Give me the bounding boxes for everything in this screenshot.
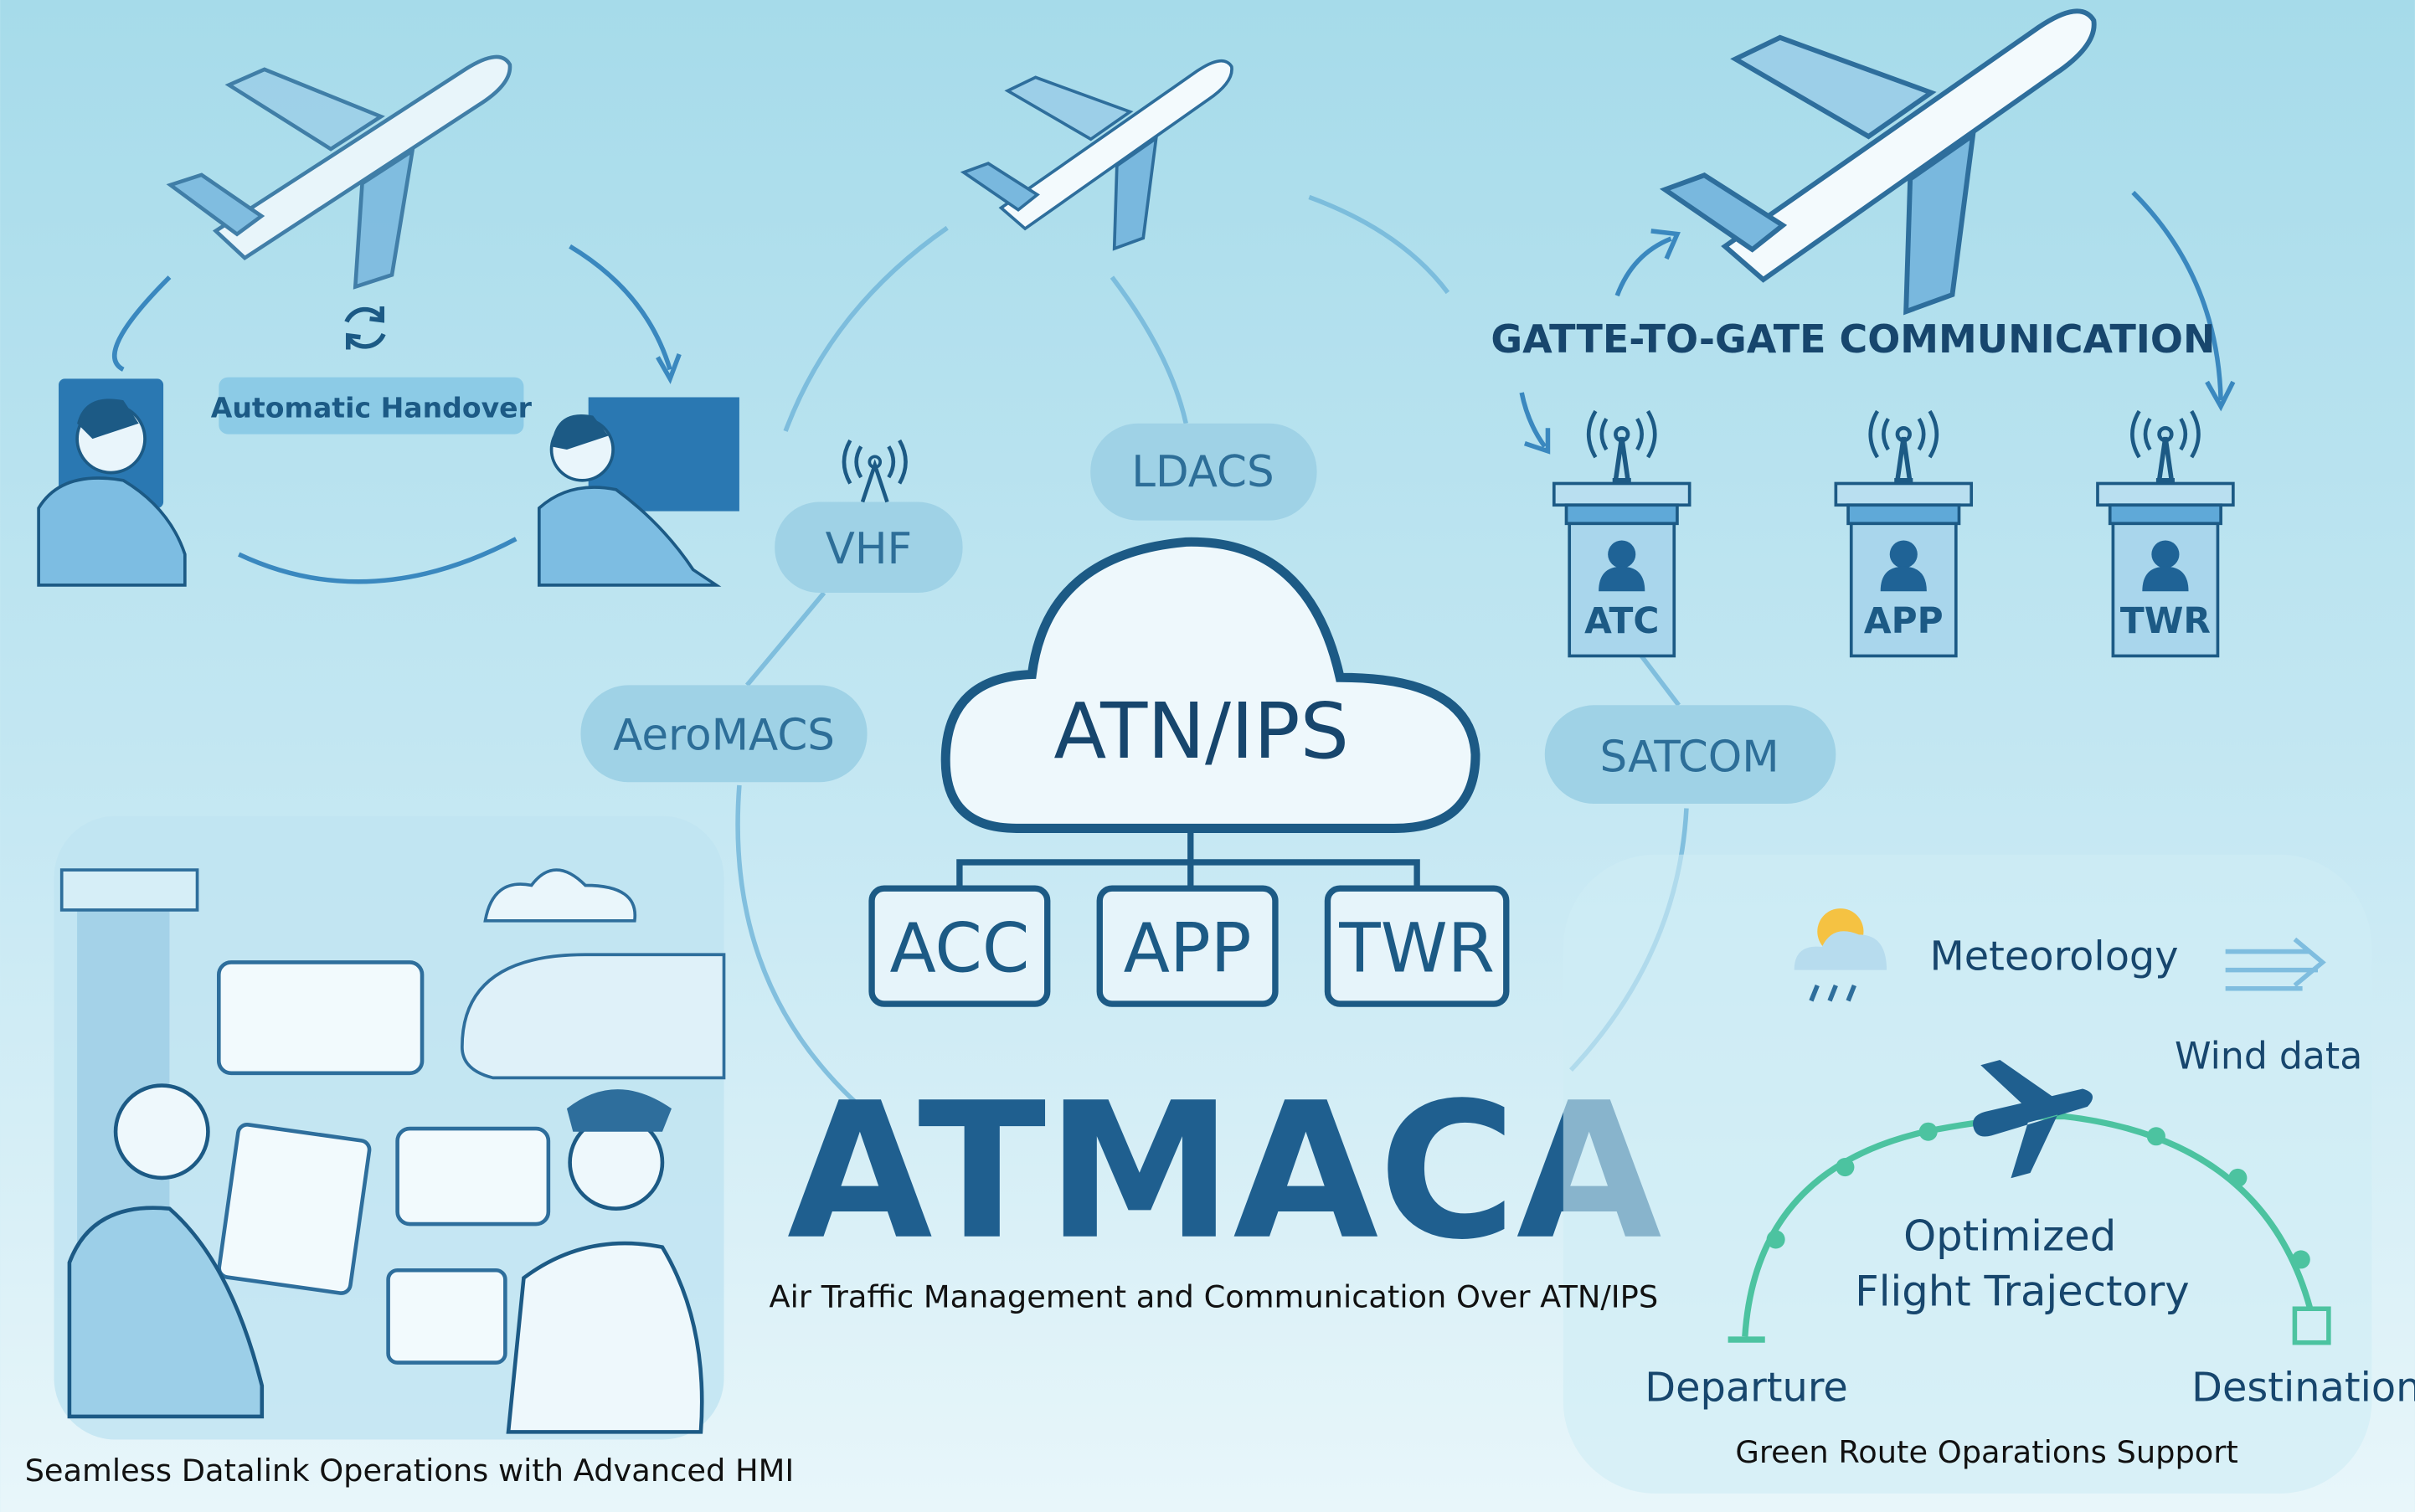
tower-app: APP (1836, 411, 1971, 656)
node-acc: ACC (868, 885, 1051, 1007)
datalink-section: Seamless Datalink Operations with Advanc… (25, 815, 795, 1489)
document-icon (217, 1123, 372, 1295)
svg-text:TWR: TWR (2120, 600, 2211, 641)
handover-pill (219, 377, 524, 435)
wind-label: Wind data (2175, 1035, 2362, 1077)
main-title: ATMACA (787, 1062, 1661, 1281)
person-left-illustration (67, 1083, 265, 1419)
subtitle: Air Traffic Management and Communication… (770, 1278, 1659, 1314)
handover-arc-arrow (569, 244, 672, 371)
controller-left-illustration (37, 378, 187, 587)
pilot-illustration (506, 1089, 704, 1434)
tablet-icon (386, 1268, 507, 1365)
antenna-icon (842, 439, 908, 503)
trajectory-waypoints (1766, 1122, 2310, 1269)
svg-text:VHF: VHF (826, 524, 913, 574)
message-bubble-icon (216, 960, 425, 1076)
svg-text:ATC: ATC (1584, 600, 1659, 641)
trajectory-label-1: Optimized (1903, 1211, 2116, 1260)
gate-to-gate-section: GATTE-TO-GATE COMMUNICATION ATC APP TWR (1491, 0, 2232, 656)
svg-text:APP: APP (1124, 909, 1252, 988)
wind-icon (2225, 937, 2326, 991)
link-ldacs: LDACS (1090, 423, 1317, 521)
svg-text:TWR: TWR (1338, 909, 1495, 988)
message-bubble-icon (395, 1126, 551, 1227)
controller-right-illustration (537, 397, 739, 587)
green-route-caption: Green Route Oparations Support (1735, 1434, 2238, 1470)
cloud-icon (483, 868, 637, 923)
node-twr: TWR (1324, 885, 1510, 1007)
meteorology-label: Meteorology (1930, 934, 2179, 980)
tower-twr: TWR (2098, 411, 2233, 656)
handover-label: Automatic Handover (211, 391, 533, 424)
tower-atc: ATC (1554, 411, 1690, 656)
svg-text:SATCOM: SATCOM (1600, 732, 1779, 782)
link-aeromacs: AeroMACS (580, 685, 868, 783)
automatic-handover-section: Automatic Handover (37, 0, 739, 587)
gate-heading: GATTE-TO-GATE COMMUNICATION (1491, 316, 2215, 362)
refresh-icon (344, 306, 386, 350)
handover-arc (112, 275, 172, 372)
svg-text:AeroMACS: AeroMACS (613, 711, 835, 761)
green-route-section: Meteorology Wind data Optimized Flight T… (1563, 854, 2415, 1494)
svg-text:ACC: ACC (889, 909, 1029, 988)
airplane-trajectory-icon (1973, 1060, 2093, 1179)
trajectory-label-2: Flight Trajectory (1855, 1268, 2189, 1316)
link-satcom: SATCOM (1544, 705, 1836, 805)
svg-text:APP: APP (1864, 600, 1944, 641)
atn-ips-cloud: ATN/IPS (940, 537, 1480, 889)
weather-icon (1794, 908, 1887, 1002)
svg-text:LDACS: LDACS (1131, 447, 1274, 497)
datalink-caption: Seamless Datalink Operations with Advanc… (25, 1453, 795, 1489)
node-app: APP (1096, 885, 1279, 1007)
cloud-label: ATN/IPS (1053, 687, 1349, 776)
link-vhf: VHF (775, 501, 963, 594)
destination-label: Destination (2191, 1365, 2415, 1412)
destination-marker (2292, 1306, 2331, 1345)
aircraft-illustration (461, 953, 726, 1080)
departure-label: Departure (1645, 1365, 1848, 1412)
